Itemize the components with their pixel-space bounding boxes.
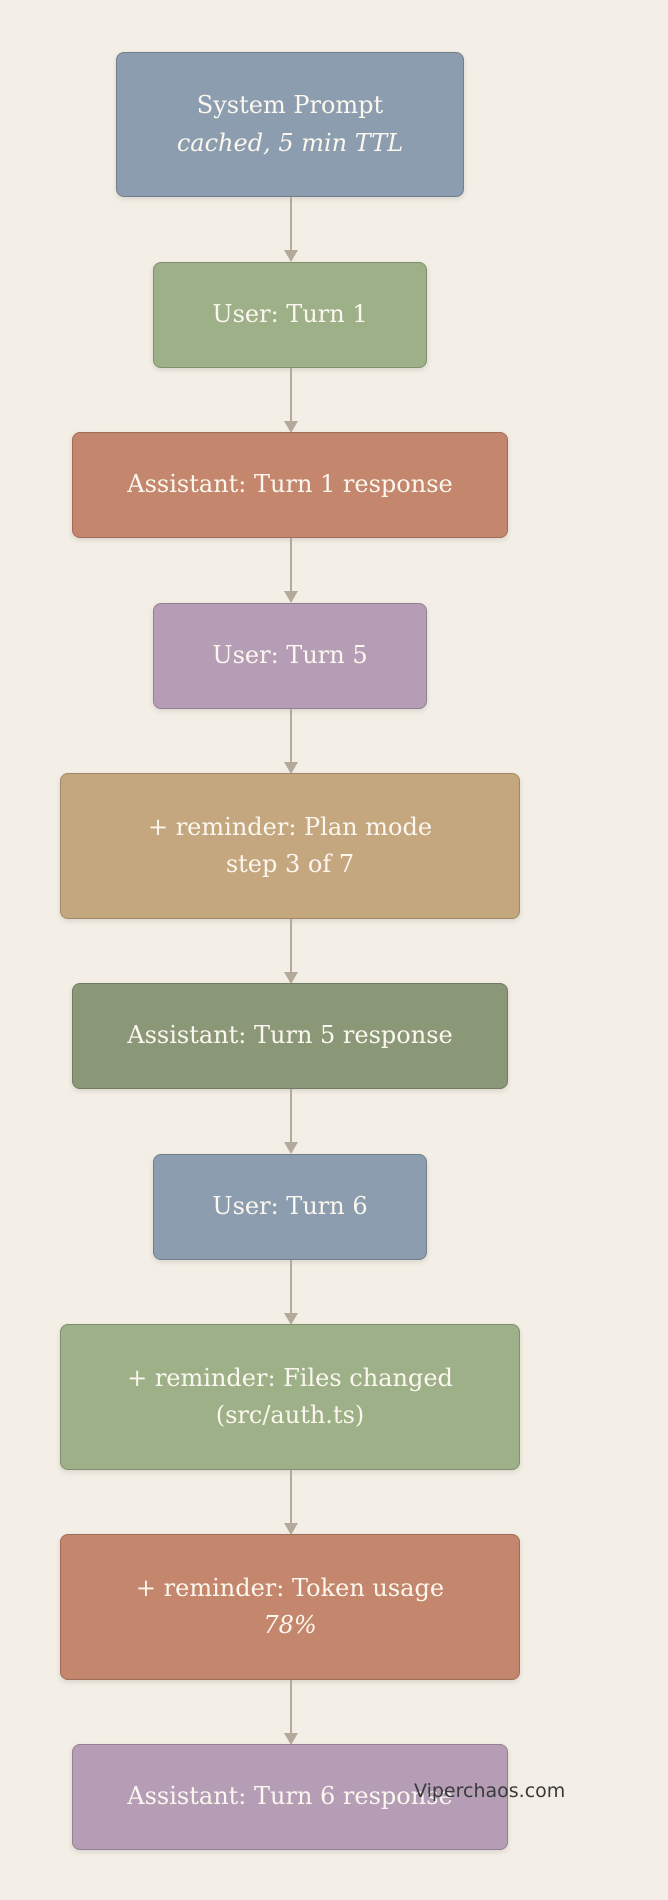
connector-line [290,1260,292,1316]
connector-line [290,709,292,765]
node-sublabel: cached, 5 min TTL [176,128,404,157]
connector-line [290,197,292,253]
node-assistant-turn-6: Assistant: Turn 6 response [72,1744,508,1850]
node-assistant-turn-5: Assistant: Turn 5 response [72,983,508,1089]
connector-line [290,1470,292,1526]
node-user-turn-5: User: Turn 5 [153,603,427,709]
connector-line [290,919,292,975]
connector-line [290,368,292,424]
node-reminder-token-usage: + reminder: Token usage 78% [60,1534,520,1680]
node-label: User: Turn 6 [212,1192,368,1221]
node-user-turn-1: User: Turn 1 [153,262,427,368]
arrowhead-icon [284,1733,298,1745]
node-label: User: Turn 1 [212,300,368,329]
node-reminder-plan-mode: + reminder: Plan mode step 3 of 7 [60,773,520,919]
node-label: Assistant: Turn 5 response [127,1021,453,1050]
node-system-prompt: System Prompt cached, 5 min TTL [116,52,464,197]
arrowhead-icon [284,421,298,433]
node-assistant-turn-1: Assistant: Turn 1 response [72,432,508,538]
node-label: + reminder: Files changed [127,1363,453,1392]
arrowhead-icon [284,1142,298,1154]
node-label: + reminder: Token usage [135,1573,445,1602]
node-sublabel: step 3 of 7 [225,850,355,878]
arrowhead-icon [284,1523,298,1535]
arrowhead-icon [284,250,298,262]
connector-line [290,538,292,594]
connector-line [290,1089,292,1145]
arrowhead-icon [284,1313,298,1325]
arrowhead-icon [284,591,298,603]
connector-line [290,1680,292,1736]
arrowhead-icon [284,972,298,984]
node-sublabel: (src/auth.ts) [215,1401,365,1429]
node-reminder-files-changed: + reminder: Files changed (src/auth.ts) [60,1324,520,1470]
watermark-text: Viperchaos.com [414,1780,566,1802]
node-sublabel: 78% [263,1611,317,1639]
node-label: System Prompt [196,91,384,120]
node-user-turn-6: User: Turn 6 [153,1154,427,1260]
node-label: Assistant: Turn 1 response [127,470,453,499]
node-label: + reminder: Plan mode [147,812,433,841]
arrowhead-icon [284,762,298,774]
node-label: Assistant: Turn 6 response [127,1782,453,1811]
node-label: User: Turn 5 [212,641,368,670]
